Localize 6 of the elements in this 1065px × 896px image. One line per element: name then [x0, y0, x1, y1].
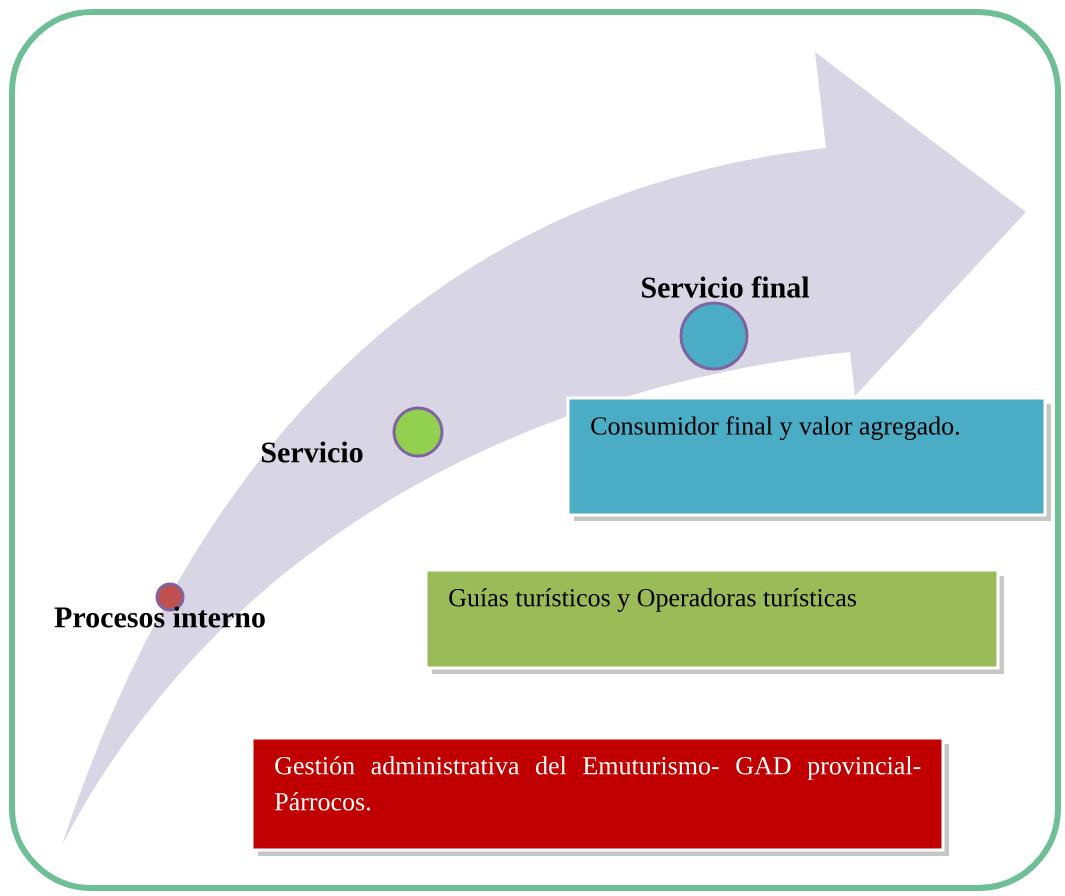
- stage-label: Servicio final: [642, 276, 810, 298]
- text-box: Consumidor final y valor agregado.: [566, 396, 1051, 521]
- stage-label: Servicio: [261, 441, 363, 463]
- text-box: Gestión administrativa del Emuturismo- GAD provincial- Párrocos.: [250, 736, 949, 856]
- stage-label: Procesos interno: [54, 606, 265, 628]
- text-box: Guías turísticos y Operadoras turísticas: [424, 568, 1004, 674]
